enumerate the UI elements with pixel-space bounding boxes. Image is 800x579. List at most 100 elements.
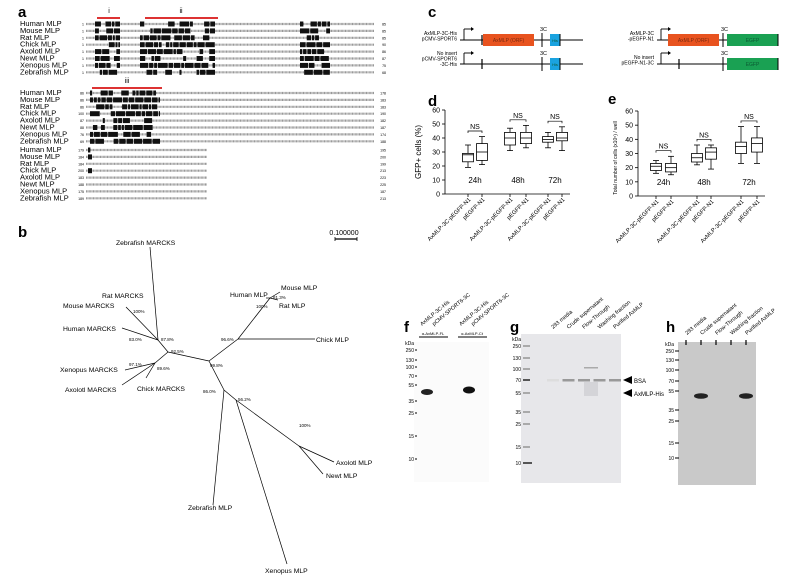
western-blot-f: kDa250130100705535251510AxMLP-3C-HispCMV… [405,292,511,482]
species-label: Xenopus MLP [20,186,67,195]
marker-label: 10 [668,456,674,462]
conserved-block [102,118,105,124]
promoter-arrow-head [471,51,474,55]
marker-label: 100 [666,368,675,374]
ladder-band [523,462,532,464]
conserved-block [123,131,131,137]
conserved-block [90,97,94,103]
conserved-block [140,49,148,55]
conserved-block [300,28,310,34]
conserved-block [132,90,136,96]
conserved-block [173,62,181,68]
species-label: Zebrafish MLP [20,193,69,202]
tag-label: EGFP [746,38,760,44]
conserved-block [96,104,105,110]
conserved-block [209,56,215,61]
start-position: 100 [78,112,84,116]
conserved-block [100,90,108,96]
conserved-block [95,49,102,55]
conserved-block [157,62,168,68]
conserved-block [304,56,314,61]
marker-label: 100 [406,365,415,371]
conserved-block [172,28,178,34]
bsa-band [578,379,590,382]
species-label: Rat MLP [20,159,49,168]
conserved-block [133,125,143,130]
conserved-block [118,42,120,48]
conserved-block [90,138,95,144]
y-tick-label: 30 [625,151,633,158]
conserved-block [141,111,145,117]
species-label: Rat MLP [20,102,49,111]
bsa-band [547,379,559,382]
marker-label: 10 [515,461,521,467]
conserved-block [108,42,115,48]
group-label: 24h [468,176,481,185]
conserved-block [113,56,120,61]
conserved-block [122,118,130,124]
panel-label-g: g [510,319,519,336]
antibody-label: α-AxMLP-FL [422,331,445,336]
construct-name: -3C-His [440,62,457,68]
significance-label: NS [744,114,754,121]
region-label: ii [179,8,183,15]
marker-label: 35 [515,410,521,416]
conserved-block [97,97,101,103]
bootstrap-value: 100% [133,309,145,314]
end-position: 187 [380,126,386,130]
group-label: 72h [742,178,755,187]
conserved-block [203,35,210,41]
arrow-label-bsa: BSA [634,379,646,385]
start-position: 175 [78,190,84,194]
tag-label: His [552,38,558,43]
bootstrap-value: 97.1% [129,362,142,367]
tree-branch [149,246,159,341]
significance-label: NS [550,114,560,121]
species-label: Rat MLP [20,33,49,42]
conserved-block [327,21,330,27]
species-label: Human MLP [20,88,62,97]
y-tick-label: 40 [432,136,440,143]
conserved-block [90,90,93,96]
tree-branch [235,399,288,565]
construct-name: No insert [437,51,458,57]
start-position: 76 [80,133,84,137]
conserved-block [106,62,111,68]
panel-label-e: e [608,91,616,108]
leaf-label: Human MARCKS [63,326,116,333]
tree-branch [157,339,169,353]
end-position: 182 [380,119,386,123]
conserved-block [115,42,118,48]
conserved-block [98,62,106,68]
marker-label: 25 [668,419,674,425]
conserved-block [109,104,113,110]
conserved-block [119,138,126,144]
blot-membrane [414,342,489,482]
conserved-block [209,49,215,55]
conserved-block [92,125,98,130]
conserved-block [153,28,161,34]
ladder-band [523,423,530,425]
end-position: 188 [380,140,386,144]
conserved-block [189,21,193,27]
conserved-block [182,35,190,41]
conserved-block [158,97,160,103]
end-position: 90 [382,43,386,47]
conserved-block [128,97,135,103]
tag-box [550,58,560,70]
conserved-block [111,21,115,27]
panel-label-c: c [428,4,436,21]
leaf-label: Human MLP [230,292,268,299]
species-label: Chick MLP [20,40,56,49]
conserved-block [153,111,158,117]
conserved-block [300,21,304,27]
conserved-block [113,125,118,130]
conserved-block [135,111,141,117]
conserved-block [108,90,113,96]
conserved-block [106,97,113,103]
conserved-block [201,62,209,68]
y-axis-label: Total number of cells (x10⁵) / well [613,121,619,195]
box [556,131,568,142]
